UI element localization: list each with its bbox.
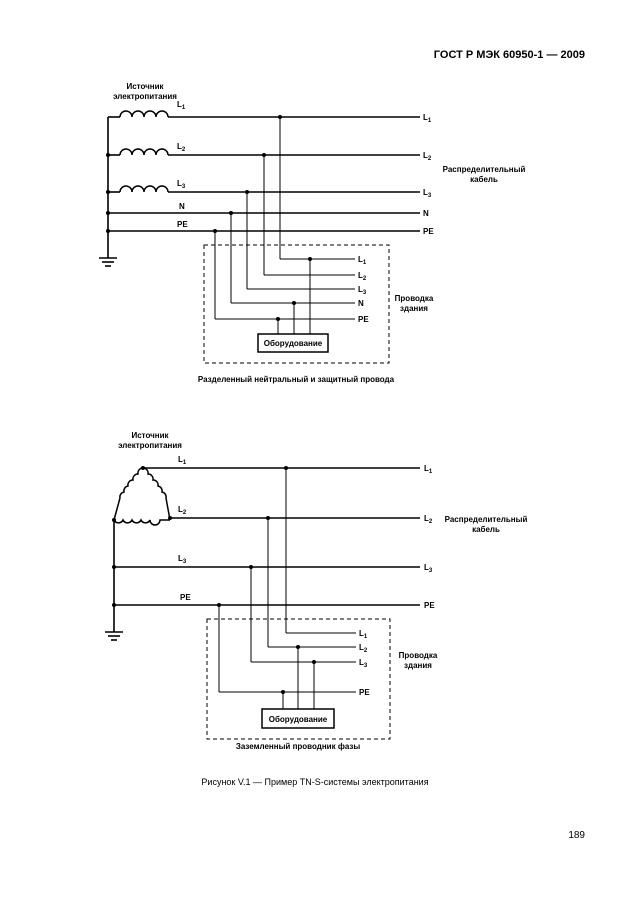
label-l3-left: L3	[177, 179, 186, 190]
label2-l1-left: L1	[178, 455, 187, 466]
source-label-line2: электропитания	[113, 92, 177, 101]
label2-l3-left: L3	[178, 554, 187, 565]
equipment-box-2	[261, 708, 335, 729]
cable-label-line2: кабель	[470, 175, 498, 184]
label-n-left: N	[179, 202, 185, 211]
coil-l3	[119, 185, 169, 193]
figure-grounded-phase: Источник электропитания L1 L2 L3 PE	[105, 431, 527, 751]
label-l2-right: L2	[423, 151, 432, 162]
cable2-label-line2: кабель	[472, 525, 500, 534]
source2-label-line2: электропитания	[118, 441, 182, 450]
cable2-label-line1: Распределительный	[445, 515, 528, 524]
source2-label-line1: Источник	[131, 431, 169, 440]
label-l3-right: L3	[423, 188, 432, 199]
label-pe-left: PE	[177, 220, 188, 229]
label2-l1-right: L1	[424, 464, 433, 475]
page-number: 189	[568, 830, 585, 841]
source-label-line1: Источник	[126, 82, 164, 91]
figure-caption: Рисунок V.1 — Пример TN-S-системы электр…	[201, 777, 429, 787]
earth-symbol-1	[99, 257, 117, 267]
building-wiring-box-2	[206, 618, 391, 740]
label-l3-inner: L3	[358, 285, 367, 296]
label2-pe-inner: PE	[359, 688, 370, 697]
label-n-inner: N	[358, 299, 364, 308]
building-label-line2: здания	[400, 304, 428, 313]
label-l2-inner: L2	[358, 271, 367, 282]
coil-l2	[119, 148, 169, 156]
label2-l3-right: L3	[424, 563, 433, 574]
label2-l1-inner: L1	[359, 629, 368, 640]
label2-l2-left: L2	[178, 505, 187, 516]
label2-l3-inner: L3	[359, 658, 368, 669]
building2-label-line2: здания	[404, 661, 432, 670]
earth-symbol-2	[105, 631, 123, 641]
label-n-right: N	[423, 209, 429, 218]
label2-pe-left: PE	[180, 593, 191, 602]
figure-separated-neutral: Источник электропитания L1 L2 L3 N P	[99, 82, 525, 384]
coil-l1	[119, 110, 169, 118]
page-header: ГОСТ Р МЭК 60950-1 — 2009	[433, 49, 585, 61]
label-l1-left: L1	[177, 100, 186, 111]
equipment-label-1: Оборудование	[264, 339, 323, 348]
label-l1-inner: L1	[358, 255, 367, 266]
label-l2-left: L2	[177, 142, 186, 153]
figure2-title: Заземленный проводник фазы	[236, 742, 361, 751]
building2-label-line1: Проводка	[399, 651, 438, 660]
label-l1-right: L1	[423, 113, 432, 124]
label-pe-right: PE	[423, 227, 434, 236]
building-wiring-box	[203, 244, 390, 364]
label2-pe-right: PE	[424, 601, 435, 610]
label2-l2-inner: L2	[359, 643, 368, 654]
label2-l2-right: L2	[424, 514, 433, 525]
label-pe-inner: PE	[358, 315, 369, 324]
figure1-title: Разделенный нейтральный и защитный прово…	[198, 375, 395, 384]
cable-label-line1: Распределительный	[443, 165, 526, 174]
delta-winding	[113, 467, 171, 526]
equipment-label-2: Оборудование	[269, 715, 328, 724]
building-label-line1: Проводка	[395, 294, 434, 303]
equipment-box-1	[257, 333, 329, 353]
